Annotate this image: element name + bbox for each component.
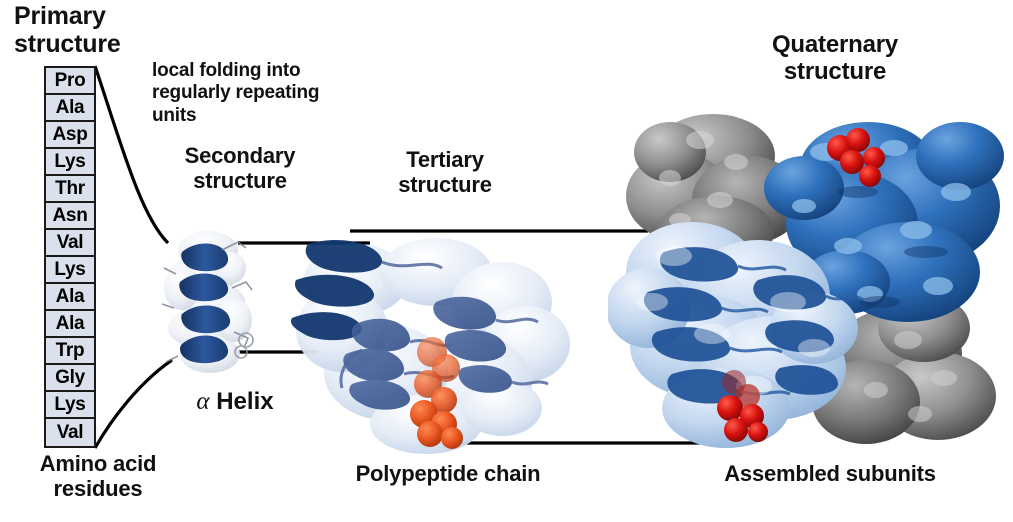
amino-acid-residues-caption: Amino acid residues (39, 451, 157, 501)
primary-structure-title: Primary structure (14, 2, 121, 58)
residue-item: Ala (46, 95, 94, 122)
residue-item: Lys (46, 257, 94, 284)
local-folding-annotation: local folding into regularly repeating u… (152, 60, 320, 126)
helix-label: Helix (209, 388, 274, 415)
residue-item: Lys (46, 392, 94, 419)
quaternary-structure-graphic (608, 114, 1004, 448)
quaternary-structure-title: Quaternary structure (771, 31, 899, 85)
residue-item: Thr (46, 176, 94, 203)
tertiary-structure-graphic (290, 238, 570, 454)
residue-item: Val (46, 419, 94, 446)
residue-item: Ala (46, 311, 94, 338)
residue-item: Val (46, 230, 94, 257)
tertiary-structure-title: Tertiary structure (398, 147, 492, 197)
residue-item: Asp (46, 122, 94, 149)
residue-item: Ala (46, 284, 94, 311)
residue-item: Lys (46, 149, 94, 176)
residue-item: Pro (46, 68, 94, 95)
secondary-structure-title: Secondary structure (184, 143, 296, 193)
residue-item: Asn (46, 203, 94, 230)
polypeptide-chain-caption: Polypeptide chain (355, 461, 541, 486)
assembled-subunits-caption: Assembled subunits (724, 461, 936, 486)
residue-item: Trp (46, 338, 94, 365)
alpha-helix-caption: α Helix (140, 388, 330, 416)
residue-item: Gly (46, 365, 94, 392)
alpha-symbol: α (196, 388, 210, 415)
alpha-helix-graphic (161, 231, 254, 373)
amino-acid-residue-column: Pro Ala Asp Lys Thr Asn Val Lys Ala Ala … (44, 66, 96, 448)
